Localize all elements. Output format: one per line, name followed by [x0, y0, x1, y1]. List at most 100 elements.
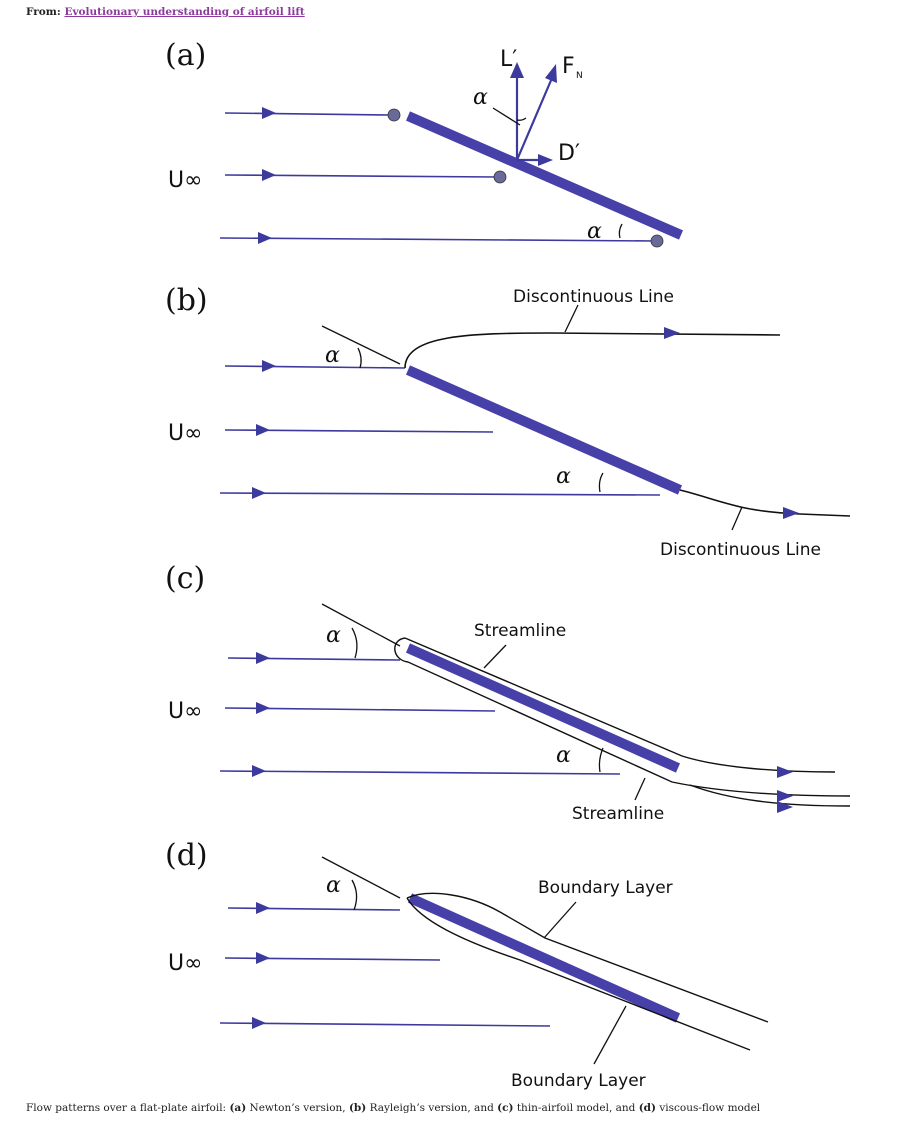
flow-arrow-a3	[258, 232, 272, 244]
streamline-arrow-1	[777, 766, 793, 778]
label-boundary-bottom: Boundary Layer	[511, 1071, 646, 1091]
caption-c: (c)	[497, 1102, 514, 1114]
discontinuous-line-bottom	[679, 489, 851, 517]
flow-arrow-d2	[256, 952, 270, 964]
flow-arrow-b3	[252, 487, 266, 499]
alpha-label-d: α	[326, 873, 341, 898]
flat-plate-a	[406, 111, 683, 240]
alpha-arc-d	[351, 879, 358, 911]
source-link[interactable]: Evolutionary understanding of airfoil li…	[64, 6, 305, 18]
flow-arrow-a2	[262, 169, 276, 181]
normal-force-label: F	[562, 54, 575, 79]
leader-d-bottom	[593, 1005, 627, 1065]
discontinuous-line-top	[404, 332, 781, 369]
lift-arrowhead	[510, 62, 524, 78]
from-prefix: From:	[26, 6, 61, 18]
streamline-outer	[689, 784, 851, 807]
alpha-arc-c-top	[351, 627, 358, 659]
alpha-arc-b-top	[357, 347, 362, 369]
caption-text-b: Rayleigh’s version, and	[366, 1102, 498, 1114]
alpha-label-a-top: α	[473, 85, 488, 110]
flow-arrow-d3	[252, 1017, 266, 1029]
streamline-arrow-3	[777, 801, 793, 813]
flow-line-c1	[227, 657, 401, 661]
panel-b: (b) U∞ α α Discontinuous Line Discontinu…	[165, 283, 851, 560]
panel-label-a: (a)	[165, 38, 206, 73]
flow-line-b2	[224, 429, 494, 433]
caption-b: (b)	[348, 1102, 367, 1114]
leader-d-top	[543, 901, 577, 939]
panel-label-b: (b)	[165, 283, 208, 318]
alpha-label-c-bottom: α	[556, 743, 571, 768]
alpha-arc-a-top	[516, 117, 527, 121]
drag-arrowhead	[538, 154, 553, 166]
caption-d: (d)	[638, 1102, 656, 1114]
boundary-layer-upper	[406, 892, 769, 1023]
flow-arrow-b1	[262, 360, 276, 372]
normal-force-arrowhead	[545, 64, 557, 83]
label-streamline-bottom: Streamline	[572, 804, 664, 824]
flow-line-c3	[219, 770, 621, 775]
flow-line-b3	[219, 492, 661, 496]
streamline-arrow-2	[777, 790, 793, 802]
flow-line-a1	[224, 112, 391, 116]
normal-force-subscript: N	[576, 71, 583, 81]
caption-intro: Flow patterns over a flat-plate airfoil:	[26, 1102, 230, 1114]
alpha-arc-a-bottom	[618, 223, 623, 239]
panel-label-c: (c)	[165, 561, 205, 596]
u-inf-label-c: U∞	[168, 699, 202, 724]
panel-label-d: (d)	[165, 838, 208, 873]
alpha-arc-b-bottom	[598, 472, 604, 493]
alpha-label-c-top: α	[326, 623, 341, 648]
panel-a: (a) U∞ L′ F N D′ α α	[165, 38, 683, 248]
alpha-arc-c-bottom	[598, 747, 604, 773]
flow-arrow-c2	[256, 702, 270, 714]
alpha-leader-a-top	[492, 107, 521, 126]
discontinuous-arrow-top	[664, 327, 680, 339]
flat-plate-c	[405, 643, 681, 773]
alpha-label-b-bottom: α	[556, 464, 571, 489]
flow-line-d3	[219, 1022, 551, 1027]
flow-arrow-b2	[256, 424, 270, 436]
particle-a2	[493, 170, 507, 184]
leader-b-top	[564, 304, 579, 333]
particle-a1	[387, 108, 401, 122]
flow-line-b1	[224, 365, 406, 369]
u-inf-label-b: U∞	[168, 421, 202, 446]
u-inf-label-d: U∞	[168, 951, 202, 976]
alpha-reference-b	[321, 325, 401, 365]
caption-text-d: viscous-flow model	[656, 1102, 761, 1114]
boundary-layer-lower	[406, 897, 751, 1051]
caption-a: (a)	[229, 1102, 247, 1114]
particle-a3	[650, 234, 664, 248]
panel-c: (c) U∞ α α Streamline Streamline	[165, 561, 851, 824]
panel-d: (d) U∞ α Boundary Layer Boundary Layer	[165, 838, 769, 1091]
discontinuous-arrow-bottom	[783, 507, 799, 519]
flow-arrow-c3	[252, 765, 266, 777]
flow-arrow-d1	[256, 902, 270, 914]
alpha-reference-c	[321, 603, 401, 647]
flow-line-d1	[227, 907, 401, 911]
streamline-lower	[394, 637, 851, 797]
streamline-upper	[404, 637, 836, 773]
alpha-label-b-top: α	[325, 343, 340, 368]
source-line: From: Evolutionary understanding of airf…	[26, 6, 305, 18]
leader-c-bottom	[634, 777, 646, 801]
flat-plate-b	[405, 365, 683, 495]
flow-line-a3	[219, 237, 656, 242]
flow-arrow-c1	[256, 652, 270, 664]
drag-label: D′	[558, 141, 580, 166]
label-streamline-top: Streamline	[474, 621, 566, 641]
flow-arrow-a1	[262, 107, 276, 119]
alpha-reference-d	[321, 856, 401, 899]
label-discontinuous-top: Discontinuous Line	[513, 287, 674, 307]
leader-b-bottom	[731, 506, 743, 531]
label-discontinuous-bottom: Discontinuous Line	[660, 540, 821, 560]
alpha-label-a-bottom: α	[587, 219, 602, 244]
figure-caption: Flow patterns over a flat-plate airfoil:…	[26, 1102, 760, 1114]
leader-c-top	[483, 644, 507, 669]
flat-plate-d	[407, 893, 681, 1023]
caption-text-c: thin-airfoil model, and	[513, 1102, 639, 1114]
normal-force-vector	[515, 77, 554, 161]
